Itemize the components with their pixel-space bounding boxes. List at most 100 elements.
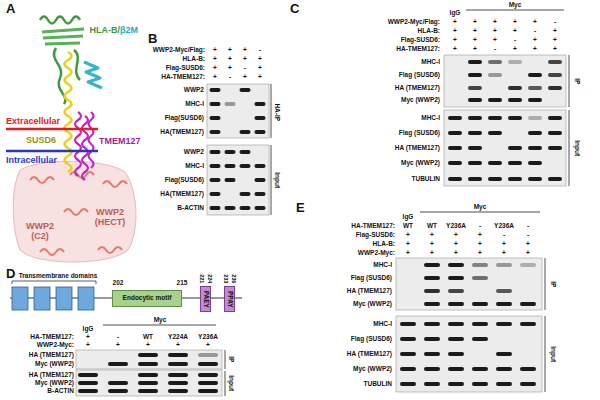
protein-band	[138, 389, 158, 393]
protein-band	[508, 177, 522, 181]
group-bracket	[271, 145, 272, 215]
susd6-helix	[65, 52, 72, 172]
condition-value: -	[229, 74, 231, 81]
condition-value: +	[406, 232, 410, 239]
blot-label: Myc (WWP2)	[401, 97, 440, 104]
blot-strip	[207, 84, 269, 138]
condition-value: +	[243, 56, 247, 63]
protein-band	[448, 116, 462, 120]
protein-band	[108, 389, 128, 393]
protein-band	[472, 302, 488, 306]
protein-band	[548, 86, 562, 90]
protein-band	[488, 116, 502, 120]
condition-value: +	[86, 334, 90, 341]
blot-label: MHC-I	[373, 262, 392, 269]
protein-band	[424, 276, 440, 280]
protein-band	[488, 177, 502, 181]
condition-value: +	[502, 241, 506, 248]
protein-band	[198, 362, 218, 366]
panel-letter: C	[290, 2, 299, 15]
protein-band	[448, 276, 464, 280]
protein-band	[255, 164, 266, 168]
protein-band	[468, 116, 482, 120]
condition-value: -	[534, 28, 536, 35]
region-label: Intracellular	[6, 156, 57, 165]
protein-band	[496, 322, 512, 326]
condition-value: Y236A	[446, 223, 466, 230]
protein-band	[468, 86, 482, 90]
protein-label: WWP2 (C2)	[18, 222, 62, 242]
condition-value: WT	[403, 223, 413, 230]
blot-label: HA (TMEM127)	[29, 372, 74, 379]
panel-letter: A	[6, 2, 15, 15]
motif-box: Endocytic motif	[112, 290, 182, 307]
protein-band	[424, 382, 440, 386]
protein-band	[496, 289, 512, 293]
group-bracket	[569, 55, 570, 107]
blot-label: HA (TMEM127)	[347, 351, 392, 358]
protein-band	[472, 263, 488, 267]
protein-band	[255, 116, 266, 120]
motif-box: PPAY	[224, 286, 235, 312]
protein-band	[448, 146, 462, 150]
protein-band	[528, 73, 542, 77]
wwp2-coil	[30, 177, 54, 183]
motif-label: PAEY	[202, 290, 209, 307]
membrane-line	[6, 128, 98, 131]
blot-strip	[396, 316, 542, 392]
condition-value: +	[493, 28, 497, 35]
wwp2-coil	[98, 247, 122, 253]
protein-band	[468, 73, 482, 77]
condition-name: Flag-SUSD6:	[356, 232, 395, 239]
blot-label: Flag (SUSD6)	[399, 130, 440, 137]
blot-group: IP	[228, 356, 235, 362]
protein-band	[528, 131, 542, 135]
condition-value: +	[473, 19, 477, 26]
protein-band	[168, 381, 188, 385]
antibody-label: IgG	[403, 214, 414, 221]
protein-band	[496, 367, 512, 371]
blot-strip	[76, 350, 222, 369]
condition-value: -	[503, 232, 505, 239]
protein-band	[255, 192, 266, 196]
condition-value: +	[243, 47, 247, 54]
blot-label: Myc (WWP2)	[35, 380, 74, 387]
protein-band	[168, 389, 188, 393]
residue-number: 236	[231, 274, 237, 283]
protein-band	[210, 150, 221, 154]
header-line	[103, 325, 216, 326]
blot-label: Myc (WWP2)	[353, 366, 392, 373]
condition-value: +	[406, 241, 410, 248]
panel-letter: B	[148, 32, 157, 45]
condition-value: WT	[427, 223, 437, 230]
protein-band	[488, 73, 502, 77]
condition-value: +	[513, 19, 517, 26]
condition-value: +	[473, 37, 477, 44]
protein-band	[508, 60, 522, 64]
condition-value: Y236A	[494, 223, 514, 230]
protein-band	[472, 322, 488, 326]
group-bracket	[569, 110, 570, 186]
protein-band	[448, 322, 464, 326]
group-bracket	[225, 371, 226, 396]
protein-band	[488, 161, 502, 165]
condition-name: HLA-B:	[373, 241, 395, 248]
blot-strip	[396, 258, 542, 310]
blot-label: HA (TMEM127)	[29, 352, 74, 359]
protein-band	[528, 98, 542, 102]
blot-strip	[76, 370, 222, 396]
protein-band	[424, 337, 440, 341]
protein-band	[255, 102, 266, 106]
transmembrane-box	[12, 287, 28, 310]
protein-band	[108, 381, 128, 385]
protein-band	[210, 130, 221, 134]
condition-value: +	[176, 342, 180, 349]
condition-value: +	[213, 47, 217, 54]
condition-value: +	[213, 56, 217, 63]
blot-group: HA-IP	[274, 103, 281, 121]
western-blots	[76, 55, 566, 396]
group-bracket	[225, 350, 226, 369]
protein-band	[448, 302, 464, 306]
blot-label: WWP2	[184, 87, 204, 94]
